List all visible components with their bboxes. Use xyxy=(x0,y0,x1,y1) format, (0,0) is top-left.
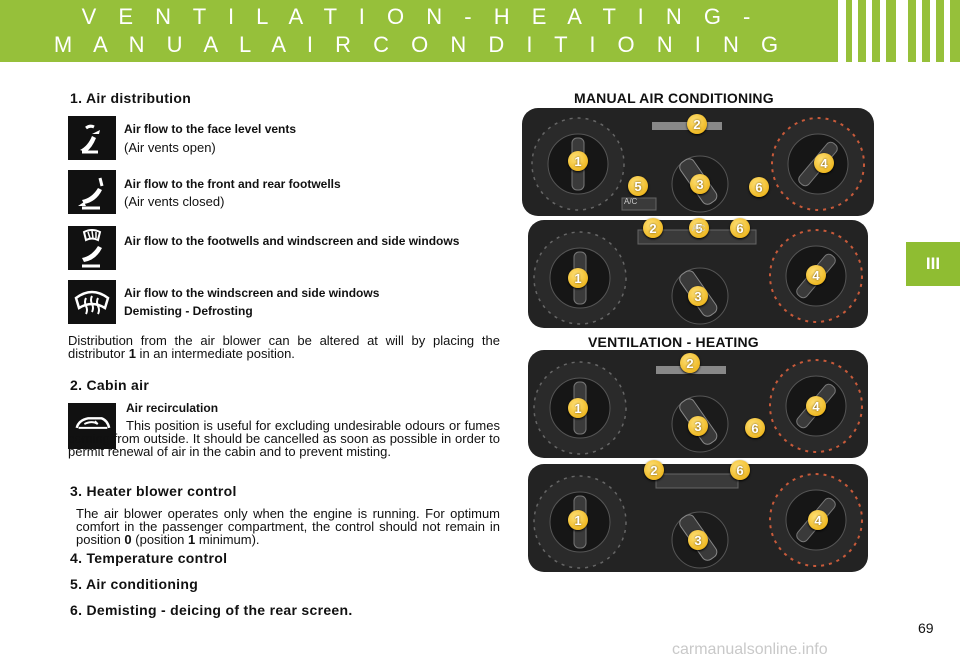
page-header: V E N T I L A T I O N - H E A T I N G - … xyxy=(0,0,960,62)
header-stripe xyxy=(838,0,846,62)
marker-6: 6 xyxy=(730,218,750,238)
marker-3: 3 xyxy=(688,530,708,550)
marker-4: 4 xyxy=(808,510,828,530)
marker-3: 3 xyxy=(688,416,708,436)
item-sub: Demisting - Defrosting xyxy=(124,304,253,318)
header-stripe xyxy=(880,0,886,62)
watermark: carmanualsonline.info xyxy=(672,641,828,658)
recirculation-title: Air recirculation xyxy=(126,401,219,415)
section-heading-cabin-air: 2. Cabin air xyxy=(70,377,150,393)
item-title: Air flow to the windscreen and side wind… xyxy=(124,286,380,300)
marker-6: 6 xyxy=(730,460,750,480)
item-title: Air flow to the face level vents xyxy=(124,122,297,136)
marker-5: 5 xyxy=(628,176,648,196)
air-distribution-note: Distribution from the air blower can be … xyxy=(68,333,500,361)
section-heading-air-conditioning: 5. Air conditioning xyxy=(70,576,199,592)
windscreen-demist-icon xyxy=(68,280,116,324)
vh-title: VENTILATION - HEATING xyxy=(588,334,759,350)
item-title: Air flow to the front and rear footwells xyxy=(124,177,341,191)
page-number: 69 xyxy=(918,620,934,636)
section-heading-temperature: 4. Temperature control xyxy=(70,550,228,566)
chapter-tab[interactable]: III xyxy=(906,242,960,286)
header-stripe xyxy=(944,0,950,62)
marker-4: 4 xyxy=(806,396,826,416)
marker-4: 4 xyxy=(814,153,834,173)
header-stripe xyxy=(852,0,858,62)
marker-6: 6 xyxy=(745,418,765,438)
ac-button-label: A/C xyxy=(692,224,706,233)
marker-3: 3 xyxy=(688,286,708,306)
ac-title: MANUAL AIR CONDITIONING xyxy=(574,90,774,106)
marker-1: 1 xyxy=(568,151,588,171)
section-heading-blower: 3. Heater blower control xyxy=(70,483,237,499)
section-heading-demisting: 6. Demisting - deicing of the rear scree… xyxy=(70,602,353,618)
marker-1: 1 xyxy=(568,398,588,418)
footwell-icon xyxy=(68,170,116,214)
header-stripe xyxy=(896,0,908,62)
marker-4: 4 xyxy=(806,265,826,285)
header-stripe xyxy=(916,0,922,62)
blower-text: The air blower operates only when the en… xyxy=(76,506,500,547)
item-sub: (Air vents closed) xyxy=(124,194,225,209)
footwell-windscreen-icon xyxy=(68,226,116,270)
marker-2: 2 xyxy=(687,114,707,134)
item-title: Air flow to the footwells and windscreen… xyxy=(124,234,460,248)
header-stripe xyxy=(930,0,936,62)
marker-6: 6 xyxy=(749,177,769,197)
face-vent-icon xyxy=(68,116,116,160)
marker-5: 5 xyxy=(689,218,709,238)
section-heading-air-distribution: 1. Air distribution xyxy=(70,90,192,106)
header-stripe xyxy=(866,0,872,62)
header-title-line1: V E N T I L A T I O N - H E A T I N G - xyxy=(81,4,759,29)
recirculation-text: This position is useful for excluding un… xyxy=(68,418,500,459)
marker-3: 3 xyxy=(690,174,710,194)
marker-1: 1 xyxy=(568,510,588,530)
marker-2: 2 xyxy=(680,353,700,373)
recirculation-icon xyxy=(68,403,116,449)
item-sub: (Air vents open) xyxy=(124,140,216,155)
header-title-line2: M A N U A L A I R C O N D I T I O N I N … xyxy=(53,32,787,57)
marker-2: 2 xyxy=(643,218,663,238)
marker-1: 1 xyxy=(568,268,588,288)
ac-button-label: A/C xyxy=(624,197,638,206)
marker-2: 2 xyxy=(644,460,664,480)
